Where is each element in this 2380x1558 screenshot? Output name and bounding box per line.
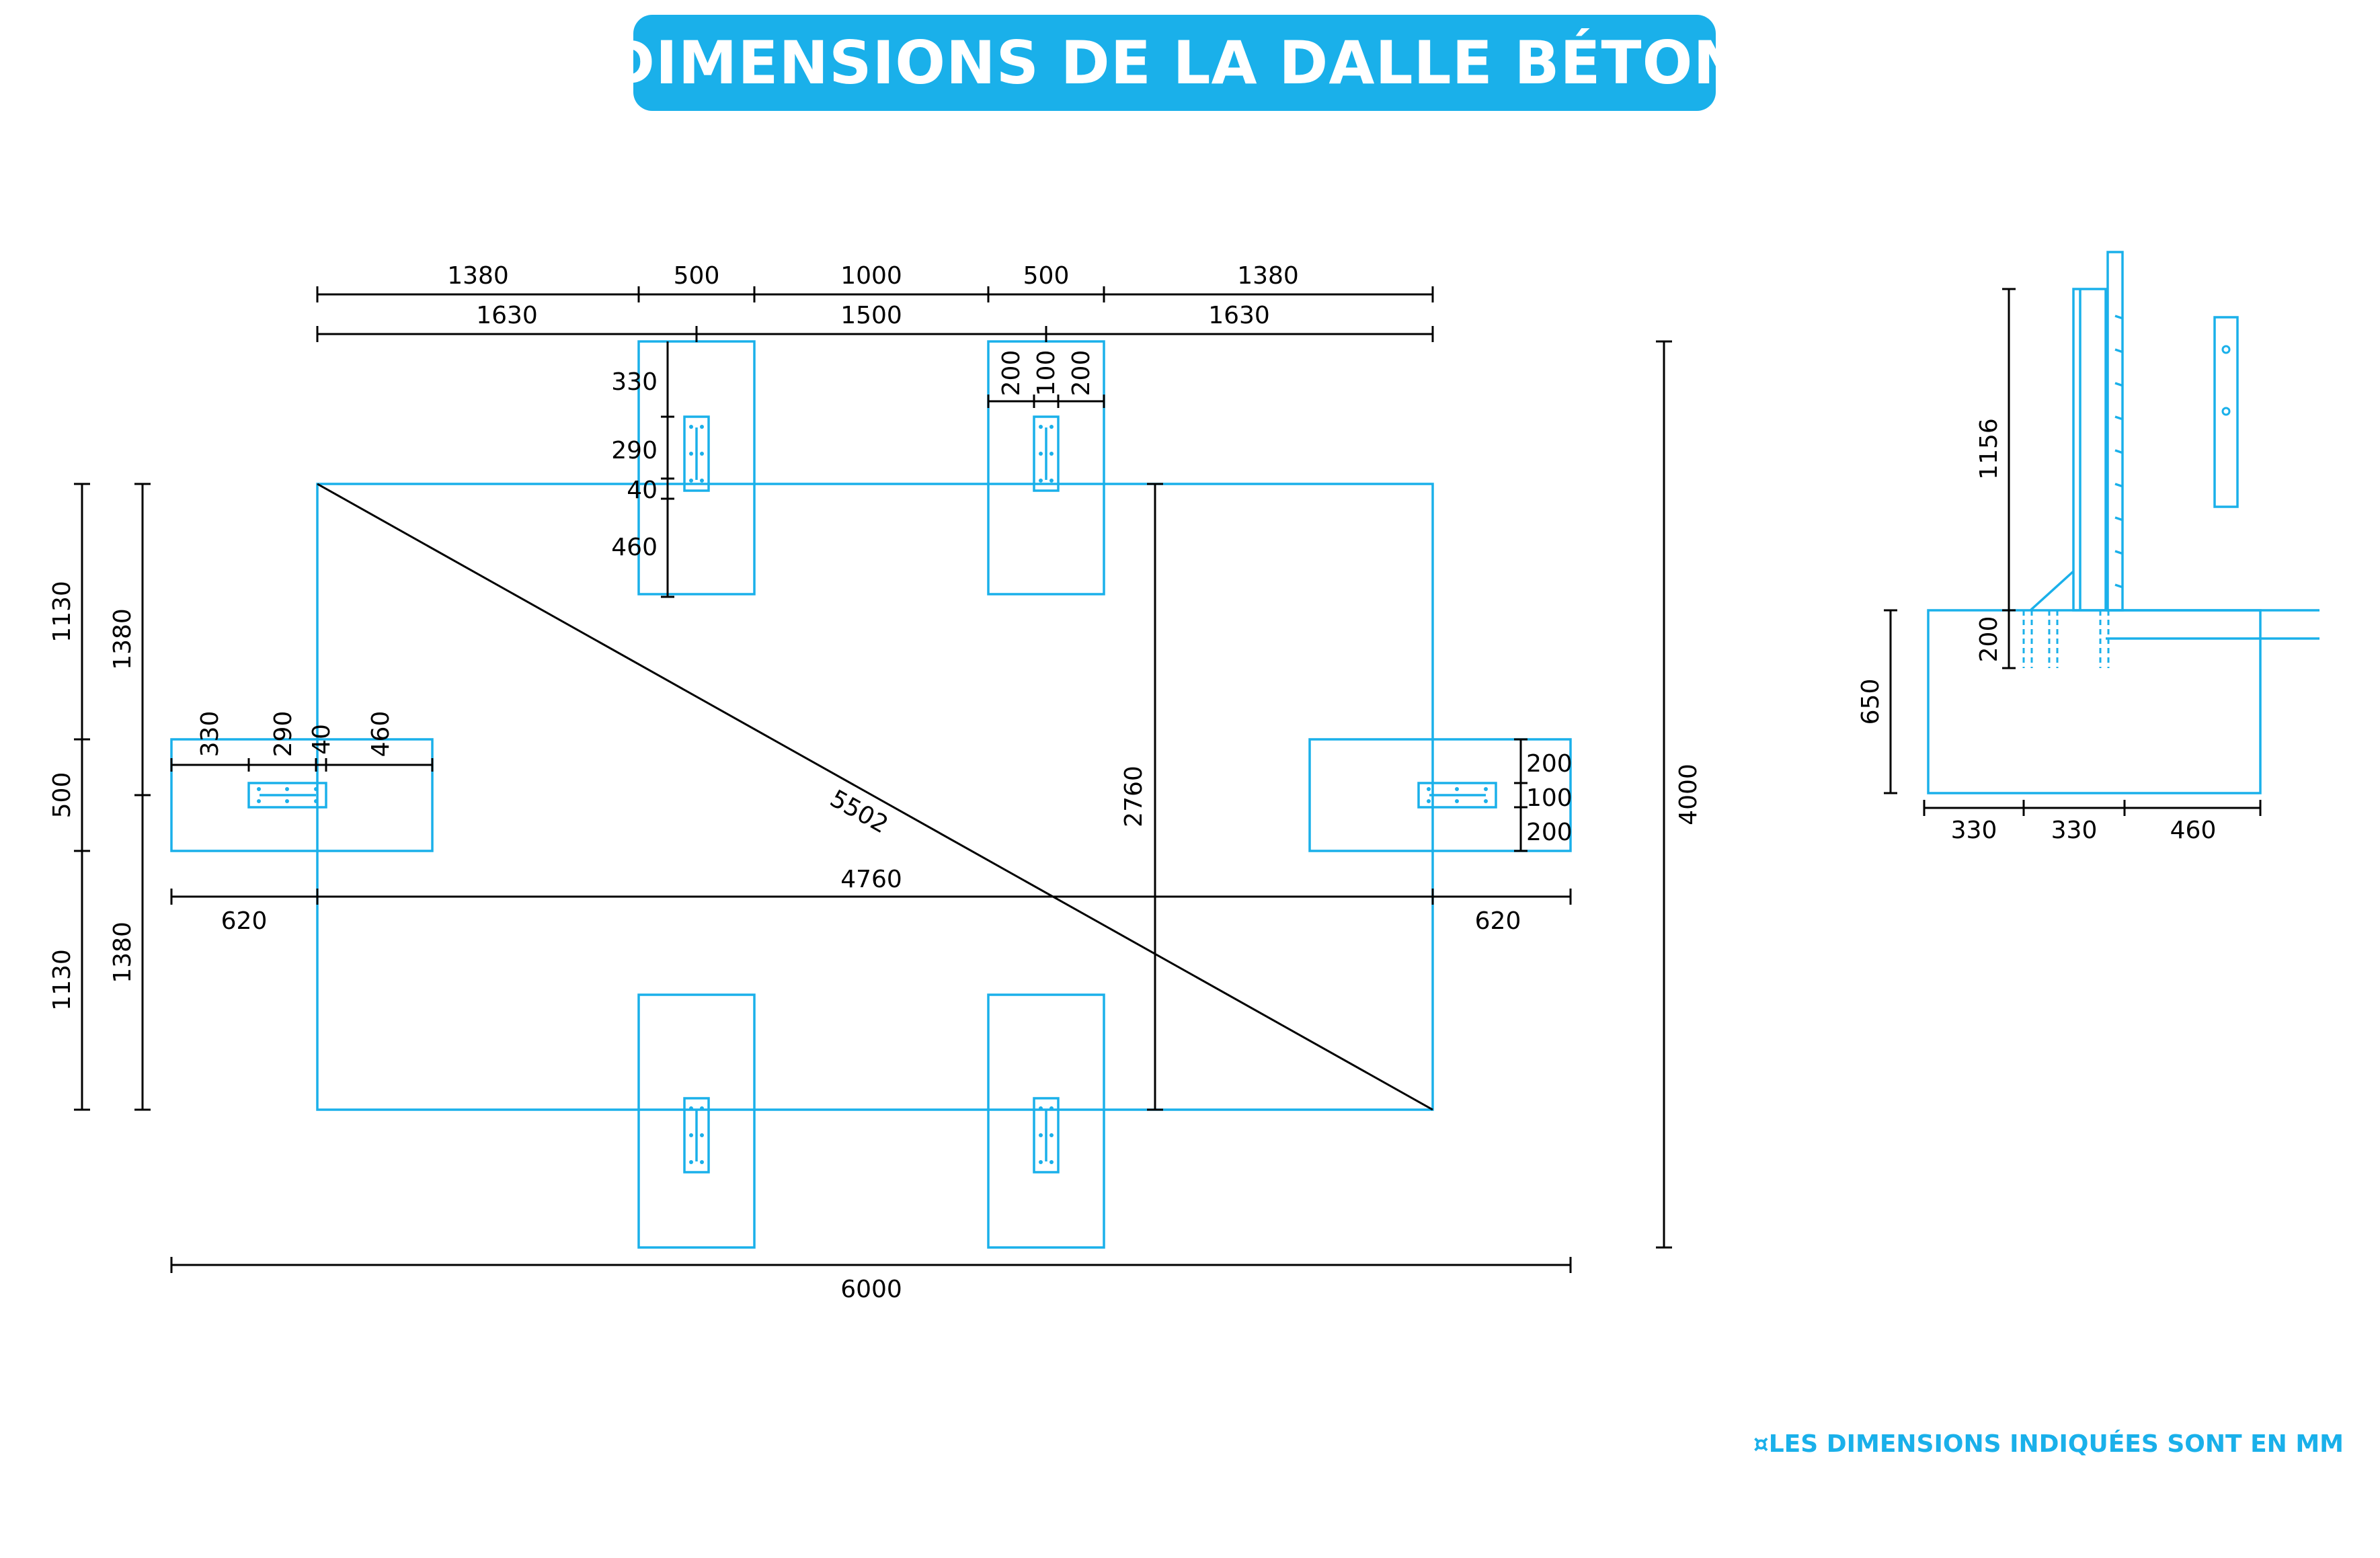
pad-left <box>170 738 434 852</box>
dim-left-w40: 40 <box>308 724 335 755</box>
anchor-plate-top-left <box>683 415 710 492</box>
dim-footing-depth: 650 <box>1857 679 1885 725</box>
section-post <box>2072 288 2107 612</box>
dim-left-w290: 290 <box>270 711 297 757</box>
dim-left-1130-top: 1130 <box>48 581 76 643</box>
anchor-plate-bottom-left <box>683 1097 710 1174</box>
dim-right-h200b: 200 <box>1526 819 1573 846</box>
dim-post-height: 1156 <box>1975 418 2003 480</box>
dim-diagonal: 5502 <box>826 785 893 839</box>
section-bracket <box>2213 316 2239 508</box>
dim-pad-290: 290 <box>611 437 658 464</box>
dim-right-h200a: 200 <box>1526 750 1573 778</box>
anchor-plate-left <box>247 782 327 809</box>
page-title: DIMENSIONS DE LA DALLE BÉTON <box>605 28 1744 97</box>
dim-section-460: 460 <box>2170 817 2217 844</box>
dim-pad-w100: 100 <box>1033 350 1060 397</box>
slab-outline <box>316 483 1434 1111</box>
dim-slab-width: 4760 <box>840 866 902 893</box>
plan-dimension-labels: 1380 500 1000 500 1380 1630 1500 1630 33… <box>48 262 1702 1303</box>
plan-dimension-lines <box>74 286 1672 1273</box>
dim-total-height: 4000 <box>1675 764 1702 825</box>
dim-side-left: 620 <box>221 907 268 935</box>
dim-top-1380-right: 1380 <box>1237 262 1299 290</box>
pad-bottom-left <box>637 993 756 1249</box>
dim-side-right: 620 <box>1475 907 1521 935</box>
section-footing <box>1927 609 2262 794</box>
dim-left-1380-top: 1380 <box>109 608 136 670</box>
dim-pad-w200a: 200 <box>998 350 1025 397</box>
dim-section-330-b: 330 <box>2051 817 2098 844</box>
dim-inner-height: 2760 <box>1120 766 1148 827</box>
dim-top-1000: 1000 <box>840 262 902 290</box>
section-post-cap <box>2106 251 2124 612</box>
dim-left-w330: 330 <box>196 711 224 757</box>
diagonal-line <box>317 483 1433 1111</box>
dim-pad-460: 460 <box>611 534 658 561</box>
dim-row2-1500: 1500 <box>840 302 902 329</box>
anchor-plate-top-right <box>1033 415 1060 492</box>
dim-pad-40: 40 <box>627 477 658 504</box>
dim-row2-1630-left: 1630 <box>476 302 538 329</box>
dim-pad-330: 330 <box>611 368 658 396</box>
section-view: 1156 200 650 330 330 460 <box>1857 251 2319 844</box>
dim-left-1380-bottom: 1380 <box>109 921 136 983</box>
dim-section-330-a: 330 <box>1951 817 1997 844</box>
units-footnote: ¤LES DIMENSIONS INDIQUÉES SONT EN MM <box>1753 1430 2344 1458</box>
dim-row2-1630-right: 1630 <box>1208 302 1270 329</box>
dim-top-500-left: 500 <box>674 262 720 290</box>
dim-embed: 200 <box>1975 616 2003 663</box>
anchor-plate-bottom-right <box>1033 1097 1060 1174</box>
dim-right-h100: 100 <box>1526 784 1573 812</box>
pad-right <box>1308 738 1572 852</box>
dim-top-500-right: 500 <box>1023 262 1070 290</box>
dim-left-500: 500 <box>48 772 76 819</box>
dim-left-1130-bottom: 1130 <box>48 949 76 1011</box>
pad-bottom-right <box>987 993 1105 1249</box>
title-banner: DIMENSIONS DE LA DALLE BÉTON <box>606 15 1743 111</box>
dim-pad-w200b: 200 <box>1068 350 1095 397</box>
dim-top-1380-left: 1380 <box>447 262 509 290</box>
dim-left-w460: 460 <box>367 711 395 757</box>
plan-geometry <box>170 340 1572 1249</box>
anchor-plate-right <box>1417 782 1497 809</box>
dim-total-width: 6000 <box>840 1276 902 1303</box>
